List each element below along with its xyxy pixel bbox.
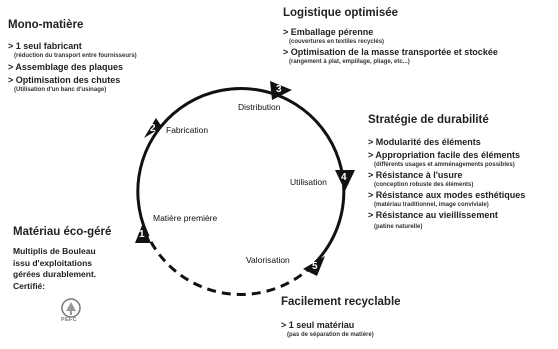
strategie-item: > Appropriation facile des éléments — [368, 150, 520, 160]
strategie-item-sub: (différents usages et amménagements poss… — [374, 162, 515, 168]
strategie-item: > Modularité des éléments — [368, 137, 481, 147]
stage-number-4: 4 — [341, 172, 347, 183]
materiau-line: issu d'exploitations — [13, 257, 93, 268]
tree-logo-icon — [61, 298, 81, 318]
materiau-line: gérées durablement. — [13, 269, 97, 279]
materiau-line: Certifié: — [13, 280, 46, 291]
cycle-solid-arc — [136, 87, 346, 267]
recyclable-item: > 1 seul matériau — [281, 320, 355, 330]
mono-matiere-item: > Optimisation des chutes — [8, 75, 121, 85]
strategie-title: Stratégie de durabilité — [368, 114, 489, 126]
strategie-item: > Résistance au vieillissement — [368, 210, 498, 220]
stage-arrow-icon — [270, 81, 292, 100]
stage-label-distribution: Distribution — [238, 102, 281, 112]
stage-marker-5: 5 — [302, 255, 326, 277]
stage-arrow-icon — [335, 170, 355, 191]
logistique-block: Logistique optimisée > Emballage pérenne… — [283, 7, 498, 66]
stage-number-3: 3 — [276, 84, 282, 95]
stage-marker-3: 3 — [269, 79, 293, 101]
mono-matiere-block: Mono-matière > 1 seul fabricant (réducti… — [8, 19, 137, 94]
stage-number-1: 1 — [139, 229, 145, 240]
logistique-item: > Emballage pérenne — [283, 27, 374, 37]
stage-arrow-icon — [303, 256, 325, 276]
strategie-block: Stratégie de durabilité > Modularité des… — [368, 114, 525, 231]
stage-label-valorisation: Valorisation — [246, 255, 290, 265]
mono-matiere-item: > 1 seul fabricant — [8, 41, 82, 51]
materiau-line: Multiplis de Bouleau — [13, 246, 96, 256]
recyclable-title: Facilement recyclable — [281, 296, 401, 308]
stage-number-5: 5 — [312, 261, 318, 272]
materiau-block: Matériau éco-géré Multiplis de Bouleau i… — [13, 226, 111, 292]
logistique-item-sub: (couvertures en textiles recyclés) — [289, 39, 385, 45]
stage-label-fabrication: Fabrication — [166, 125, 209, 135]
mono-matiere-item-sub: (Utilisation d'un banc d'usinage) — [14, 87, 107, 93]
stage-marker-1: 1 — [132, 222, 154, 244]
logistique-title: Logistique optimisée — [283, 7, 399, 19]
stage-marker-4: 4 — [334, 168, 356, 192]
recyclable-block: Facilement recyclable > 1 seul matériau … — [281, 296, 401, 339]
logistique-item-sub: (rangement à plat, empillage, pliage, et… — [289, 59, 410, 65]
stage-label-matiere-premiere: Matière première — [153, 213, 218, 223]
stage-arrow-icon — [144, 118, 162, 138]
cycle-dashed-arc — [145, 233, 315, 296]
pefc-logo: PEFC — [60, 298, 82, 326]
mono-matiere-item-sub: (réduction du transport entre fournisseu… — [14, 53, 137, 59]
strategie-item-sub: (patine naturelle) — [374, 224, 423, 230]
strategie-item: > Résistance à l'usure — [368, 170, 463, 180]
strategie-item-sub: (conception robuste des éléments) — [374, 182, 474, 188]
mono-matiere-title: Mono-matière — [8, 19, 84, 31]
stage-number-2: 2 — [150, 123, 156, 134]
recyclable-item-sub: (pas de séparation de matière) — [287, 332, 374, 338]
strategie-item-sub: (matériau traditionnel, image conviviale… — [374, 202, 489, 208]
logistique-item: > Optimisation de la masse transportée e… — [283, 47, 498, 57]
stage-label-utilisation: Utilisation — [290, 177, 327, 187]
pefc-logo-text: PEFC — [61, 317, 77, 323]
stage-arrow-icon — [135, 223, 151, 243]
materiau-title: Matériau éco-géré — [13, 226, 112, 238]
mono-matiere-item: > Assemblage des plaques — [8, 62, 123, 72]
strategie-item: > Résistance aux modes esthétiques — [368, 190, 526, 200]
stage-marker-2: 2 — [142, 117, 164, 139]
